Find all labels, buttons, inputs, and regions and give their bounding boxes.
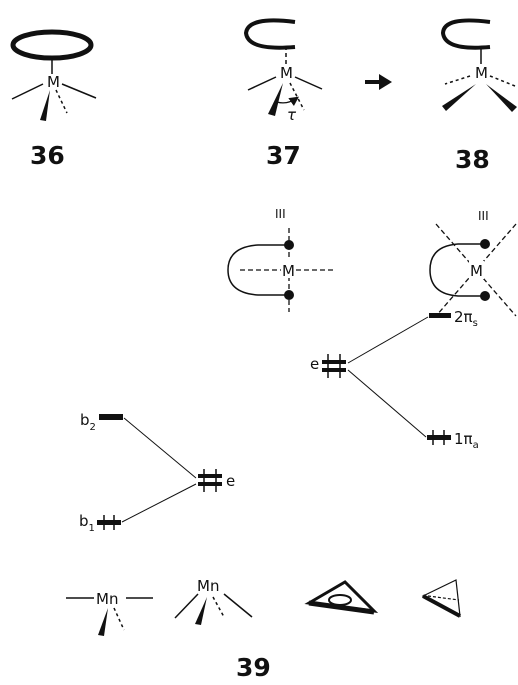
level-label-1pi-a: 1πa — [454, 430, 479, 451]
wedge-ligand-36 — [40, 90, 50, 121]
ligand-left-36 — [11, 83, 44, 100]
structure-37: M τ 37 — [243, 18, 323, 170]
level-label-e-right: e — [310, 355, 319, 373]
level-label-e-left: e — [226, 472, 235, 490]
correlation-line-b2 — [123, 417, 197, 479]
metal-label-37: M — [280, 64, 293, 82]
equivalence-mark-38: III — [478, 209, 489, 223]
tau-arc-37 — [276, 96, 299, 107]
level-e-right-line-2 — [322, 368, 346, 372]
bottom-structures: Mn Mn 39 — [66, 577, 461, 682]
dashed-ligand-36 — [55, 89, 68, 114]
wedge-right-38 — [486, 84, 517, 112]
mn1-dashed — [113, 607, 125, 631]
level-e-right-line-1 — [322, 360, 346, 364]
ligand-dot-bottom-right — [480, 291, 490, 301]
projection-left: M — [227, 228, 333, 312]
level-e-left-line-1 — [198, 474, 222, 478]
correlation-line-b1 — [121, 483, 197, 523]
triangle-base-bold — [308, 600, 375, 615]
compound-number-36: 36 — [30, 141, 65, 170]
structure-38: M 38 — [440, 18, 517, 174]
level-label-b2: b2 — [80, 411, 96, 433]
correlation-line-lower — [347, 369, 427, 438]
reaction-arrow — [365, 74, 392, 90]
mn1-wedge — [98, 608, 108, 636]
orbital-diagram-right: e 2πs 1πa — [310, 308, 479, 451]
ligand-dot-top-right — [480, 239, 490, 249]
compound-number-37: 37 — [266, 141, 301, 170]
projection-metal-right: M — [470, 262, 483, 280]
mn2-ligand-left — [174, 593, 199, 619]
ring-36 — [10, 29, 94, 61]
dashed-right-38 — [489, 75, 516, 87]
mn1-label: Mn — [96, 590, 118, 608]
half-ring-38 — [440, 18, 491, 50]
structure-36: M 36 — [10, 29, 97, 170]
mn2-wedge — [195, 597, 207, 625]
wedge-left-38 — [442, 84, 476, 111]
metal-label-38: M — [475, 64, 488, 82]
dashed-left-38 — [444, 75, 471, 85]
triangle-ring — [328, 594, 352, 606]
ligand-right-36 — [61, 83, 97, 99]
mn2-label: Mn — [197, 577, 219, 595]
level-label-b1: b1 — [79, 512, 95, 534]
metal-label-36: M — [47, 73, 60, 91]
orbital-diagram-left: b2 b1 e — [79, 411, 235, 534]
projection-metal-left: M — [282, 262, 295, 280]
wedge-fragment-dashed — [427, 595, 460, 601]
wedge-fragment-bold — [422, 594, 461, 618]
level-e-left-line-2 — [198, 482, 222, 486]
level-b1 — [97, 520, 121, 525]
level-b2 — [99, 414, 123, 420]
correlation-line-upper — [347, 316, 429, 364]
compound-number-38: 38 — [455, 145, 490, 174]
dashed-ligand-37 — [289, 82, 305, 111]
ligand-right-37 — [294, 76, 323, 90]
level-1pi-a — [427, 435, 451, 440]
ligand-left-37 — [247, 76, 277, 91]
half-ring-37 — [243, 18, 296, 50]
level-label-2pi-s: 2πs — [454, 308, 478, 329]
mn2-dashed — [212, 596, 225, 618]
mn2-ligand-right — [223, 593, 253, 618]
compound-number-39: 39 — [236, 653, 271, 682]
wedge-ligand-37 — [268, 83, 283, 116]
tau-label-37: τ — [287, 106, 297, 124]
projection-ring-right — [429, 243, 484, 297]
projection-right: M — [429, 223, 517, 317]
level-2pi-s — [429, 313, 451, 318]
projection-ring-left — [227, 244, 288, 296]
equivalence-mark-37: III — [275, 207, 286, 221]
